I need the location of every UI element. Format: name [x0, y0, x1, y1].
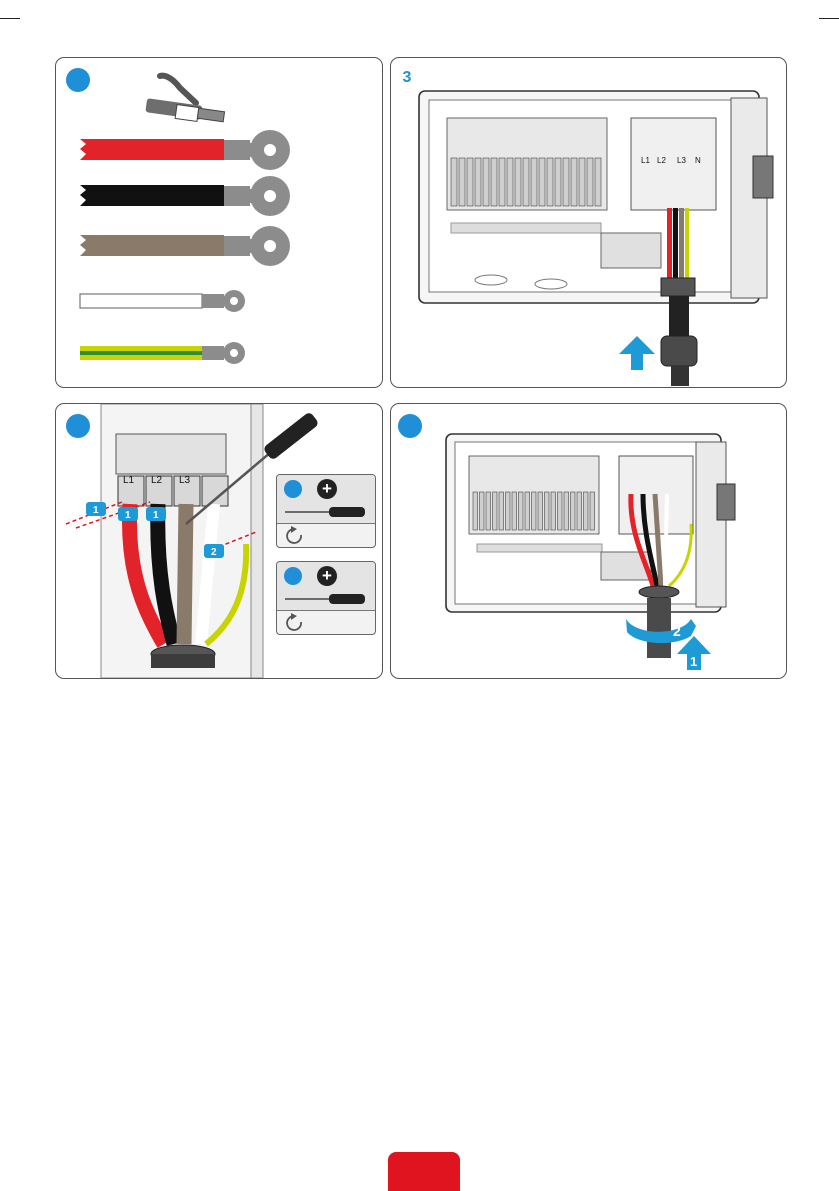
terminal-column: [525, 492, 530, 530]
terminal-column: [512, 492, 517, 530]
terminal-column: [451, 158, 457, 206]
arrow-label-2: 2: [673, 623, 681, 639]
step4-panel: L1 L2 L3 1 1 1 2: [55, 403, 383, 679]
white-cable: [80, 290, 245, 312]
crimping-tool-icon: [145, 76, 224, 122]
terminal-label-l3: L3: [677, 156, 686, 165]
terminal-column: [493, 492, 498, 530]
terminal-label-n: N: [695, 156, 701, 165]
crop-mark-left: [0, 0, 20, 19]
terminal-column: [571, 492, 576, 530]
terminal-column: [473, 492, 478, 530]
terminal-block-closeup: [116, 434, 228, 506]
brown-cable-closeup: [184, 504, 186, 644]
terminal-column: [506, 492, 511, 530]
terminal-column: [507, 158, 513, 206]
terminal-block-array: [447, 118, 607, 210]
cable-gland-closeup: [151, 645, 215, 668]
terminal-column: [499, 158, 505, 206]
terminal-column: [563, 158, 569, 206]
terminal-column: [523, 158, 529, 206]
terminal-column: [545, 492, 550, 530]
cable-crimping-illustration: [56, 58, 382, 387]
terminal-column: [459, 158, 465, 206]
cable-gland: [661, 278, 697, 386]
tool-card-2: +: [276, 561, 376, 635]
terminal-column: [584, 492, 589, 530]
up-arrow-icon: [619, 336, 655, 370]
terminal-column: [577, 492, 582, 530]
phillips-screwdriver-icon: [277, 562, 375, 610]
page-tab: [388, 1152, 460, 1191]
terminal-column: [587, 158, 593, 206]
closeup-label-l2: L2: [151, 475, 163, 486]
terminal-column: [571, 158, 577, 206]
terminal-column: [480, 492, 485, 530]
terminal-column: [595, 158, 601, 206]
tool-card-1: +: [276, 474, 376, 548]
terminal-labels-closeup: L1 L2 L3: [123, 475, 191, 486]
terminal-label-l2: L2: [657, 156, 666, 165]
terminal-column: [555, 158, 561, 206]
terminal-column: [515, 158, 521, 206]
closeup-label-l3: L3: [179, 475, 191, 486]
terminal-column: [564, 492, 569, 530]
crop-mark-right: [819, 0, 839, 19]
closeup-label-l1: L1: [123, 475, 135, 486]
arrow-label-1a: 1: [93, 505, 99, 516]
terminal-column: [539, 158, 545, 206]
terminal-column: [538, 492, 543, 530]
terminal-column: [558, 492, 563, 530]
cable-gland-final: [639, 586, 679, 658]
terminal-column: [475, 158, 481, 206]
phillips-screwdriver-icon: [277, 475, 375, 523]
terminal-column: [483, 158, 489, 206]
terminal-column: [531, 158, 537, 206]
terminal-column: [547, 158, 553, 206]
terminal-column: [519, 492, 524, 530]
tighten-clockwise-icon: [277, 610, 375, 634]
terminal-column: [486, 492, 491, 530]
terminal-column: [467, 158, 473, 206]
yellow-green-cable: [80, 342, 245, 364]
black-cable: [80, 176, 290, 216]
step1-panel: [55, 57, 383, 388]
terminal-column: [590, 492, 595, 530]
terminal-column: [499, 492, 504, 530]
arrow-label-1: 1: [690, 654, 697, 669]
arrow-label-1c: 1: [153, 510, 159, 521]
step5-panel: 2 1: [390, 403, 787, 679]
arrow-label-1b: 1: [125, 510, 131, 521]
terminal-column: [532, 492, 537, 530]
red-cable: [80, 130, 290, 170]
cable-bundle: [667, 208, 689, 278]
enclosure-illustration: L1 L2 L3 N: [391, 58, 786, 387]
arrow-label-2: 2: [211, 547, 217, 558]
step3-panel: 3 L1 L2 L3 N: [390, 57, 787, 388]
tighten-clockwise-icon: [277, 523, 375, 547]
enclosure-final-illustration: 2 1: [391, 404, 786, 678]
terminal-column: [491, 158, 497, 206]
terminal-column: [551, 492, 556, 530]
brown-cable: [80, 226, 290, 266]
terminal-label-l1: L1: [641, 156, 650, 165]
terminal-column: [579, 158, 585, 206]
